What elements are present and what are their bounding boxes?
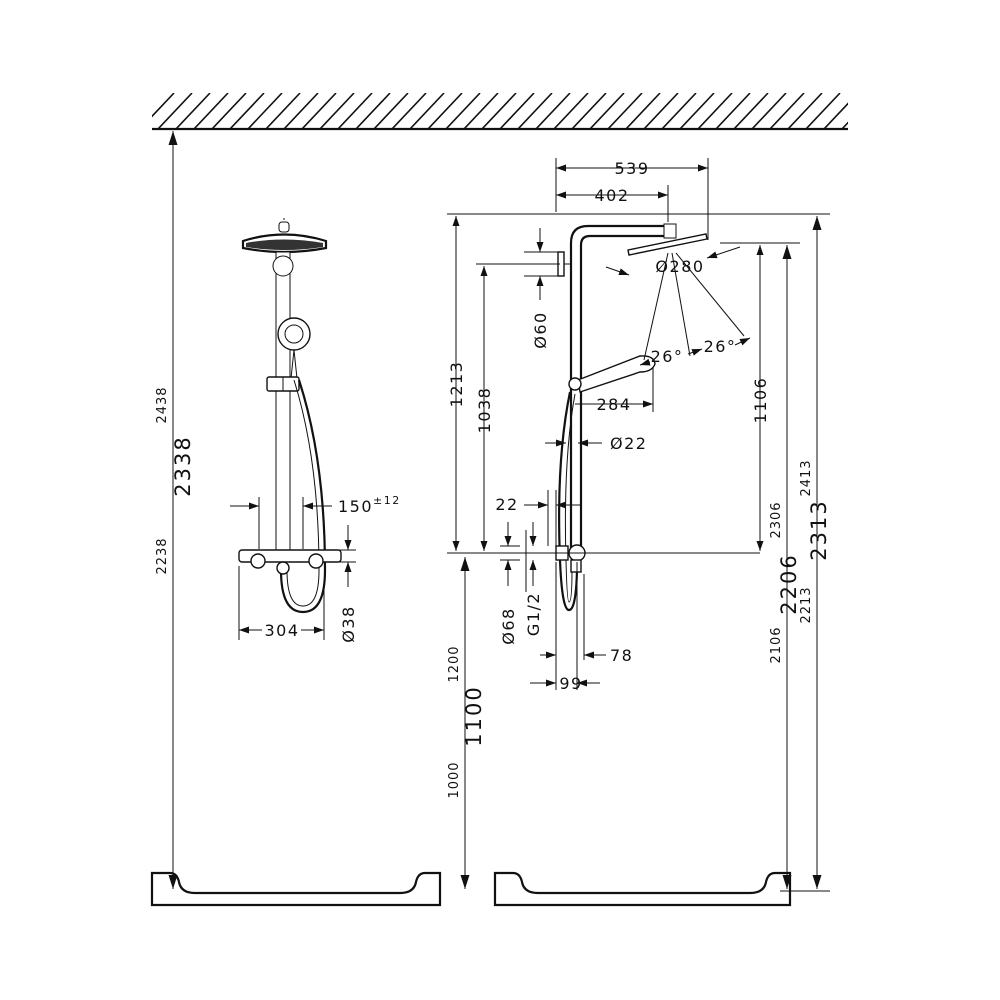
ceiling-hatch-line <box>697 93 733 129</box>
label-thread: G1/2 <box>524 592 543 636</box>
label-mount-min: 1000 <box>447 761 462 798</box>
left-dimensions <box>168 131 356 889</box>
left-labels: 2238 2338 2438 150±12 304 Ø38 <box>155 386 401 642</box>
ceiling-hatch-line <box>517 93 553 129</box>
ceiling-hatch-line <box>193 93 229 129</box>
label-left-total-max: 2438 <box>155 386 170 423</box>
ceiling-hatch-line <box>733 93 769 129</box>
ceiling-hatch-line <box>860 93 894 129</box>
label-left-total-min: 2238 <box>155 537 170 574</box>
right-labels: 539 402 Ø280 26° 26° 284 Ø60 Ø22 22 Ø68 … <box>447 159 831 799</box>
label-top-min: 2213 <box>799 586 814 623</box>
ceiling-hatch-line <box>679 93 715 129</box>
ceiling-hatch-line <box>211 93 247 129</box>
label-mount-max: 1200 <box>447 645 462 682</box>
ceiling-hatch-line <box>319 93 355 129</box>
front-shower-system <box>238 218 342 614</box>
label-pipe-diameter: Ø22 <box>610 434 647 453</box>
ceiling-hatch-line <box>481 93 517 129</box>
ceiling-hatch-line <box>643 93 679 129</box>
label-spray-angle-b: 26° <box>704 337 737 356</box>
ceiling-hatch-line <box>152 93 175 118</box>
label-top-max: 2413 <box>799 459 814 496</box>
ceiling-hatch-line <box>355 93 391 129</box>
ceiling-hatch-line <box>661 93 697 129</box>
label-left-total: 2338 <box>171 435 195 496</box>
label-head-diameter: Ø280 <box>655 257 704 276</box>
label-left-width: 304 <box>264 621 299 640</box>
ceiling-hatch-line <box>175 93 211 129</box>
label-spray-angle-a: 26° <box>651 347 684 366</box>
label-holder-diameter: Ø60 <box>531 311 550 348</box>
label-overhead-reach: 539 <box>614 159 649 178</box>
ceiling-hatch-line <box>391 93 427 129</box>
label-offset-a: 78 <box>610 646 633 665</box>
label-head-height: 2206 <box>777 553 801 614</box>
ceiling-hatch-line <box>337 93 373 129</box>
label-top: 2313 <box>807 499 831 560</box>
floor-tray-right <box>493 871 792 907</box>
label-left-diameter: Ø38 <box>339 605 358 642</box>
ceiling-hatch-line <box>787 93 823 129</box>
ceiling <box>152 93 912 131</box>
ceiling-hatch-line <box>409 93 445 129</box>
ceiling-hatch-line <box>157 93 193 129</box>
ceiling-hatch-line <box>247 93 283 129</box>
ceiling-hatch-line <box>229 93 265 129</box>
right-dimensions <box>447 158 830 892</box>
label-head-height-min: 2106 <box>769 626 784 663</box>
ceiling-hatch-line <box>571 93 607 129</box>
floor-tray-left <box>150 871 442 907</box>
ceiling-hatch-line <box>445 93 481 129</box>
ceiling-hatch-line <box>715 93 751 129</box>
ceiling-hatch-line <box>301 93 337 129</box>
label-spacing: 150±12 <box>338 494 401 516</box>
label-height-b: 1038 <box>475 387 494 434</box>
ceiling-hatch-line <box>553 93 589 129</box>
ceiling-hatch-line <box>463 93 499 129</box>
ceiling-hatch-line <box>607 93 643 129</box>
label-arm-length: 402 <box>594 186 629 205</box>
ceiling-hatch-line <box>283 93 319 129</box>
label-hand-shower-reach: 284 <box>596 395 631 414</box>
label-head-height-max: 2306 <box>769 501 784 538</box>
side-shower-system <box>555 223 708 612</box>
ceiling-hatch-line <box>751 93 787 129</box>
ceiling-hatch-line <box>805 93 841 129</box>
ceiling-hatch-line <box>499 93 535 129</box>
ceiling-hatch-line <box>823 102 848 129</box>
label-wall-gap: 22 <box>495 495 518 514</box>
ceiling-hatch-line <box>373 93 409 129</box>
ceiling-hatch-line <box>535 93 571 129</box>
ceiling-hatch-line <box>769 93 805 129</box>
ceiling-hatch-line <box>265 93 301 129</box>
ceiling-hatch-line <box>625 93 661 129</box>
ceiling-hatch-line <box>841 121 848 129</box>
label-height-a: 1213 <box>447 361 466 408</box>
label-offset-b: 99 <box>559 674 582 693</box>
label-connection-diameter: Ø68 <box>499 607 518 644</box>
label-mount: 1100 <box>462 685 486 746</box>
ceiling-hatch-line <box>589 93 625 129</box>
ceiling-hatch-line <box>427 93 463 129</box>
label-height-c: 1106 <box>751 377 770 424</box>
ceiling-hatch-line <box>878 93 912 129</box>
